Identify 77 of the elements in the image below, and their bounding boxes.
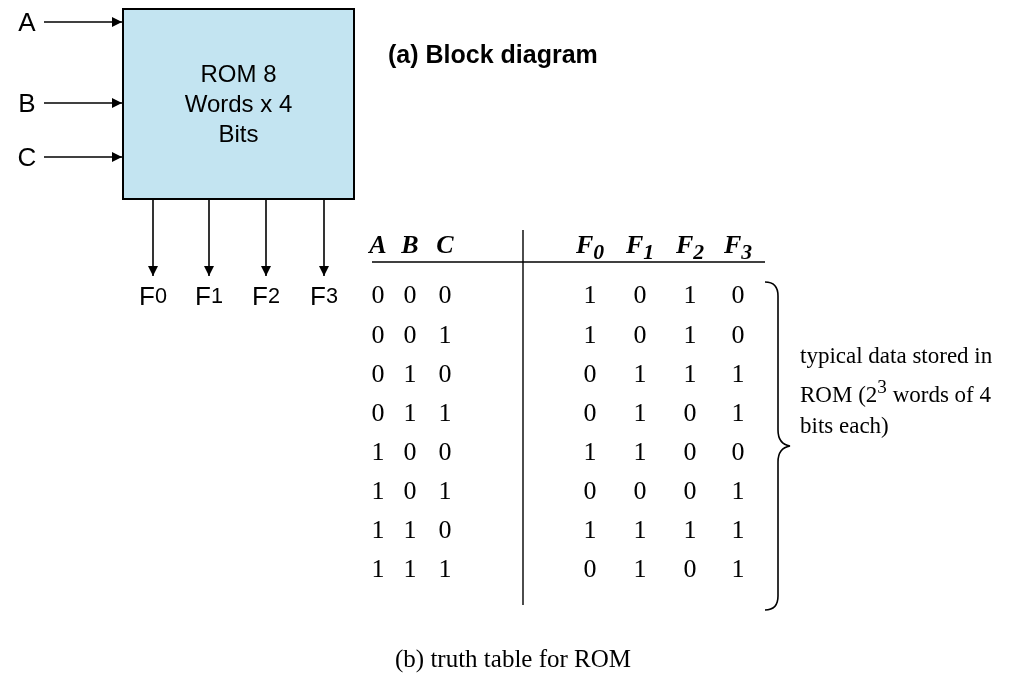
arrow — [204, 199, 214, 277]
table-value: 1 — [632, 359, 648, 389]
table-value: 0 — [370, 359, 386, 389]
table-value: 0 — [682, 398, 698, 428]
input-label: A — [12, 6, 42, 38]
table-value: 1 — [730, 554, 746, 584]
table-value: 1 — [632, 437, 648, 467]
arrow — [319, 199, 329, 277]
table-value: 1 — [730, 515, 746, 545]
table-value: 1 — [402, 398, 418, 428]
arrow — [261, 199, 271, 277]
table-value: 1 — [437, 398, 453, 428]
input-label: B — [12, 87, 42, 119]
table-value: 1 — [582, 280, 598, 310]
table-value: 0 — [632, 476, 648, 506]
caption: (b) truth table for ROM — [395, 645, 632, 673]
table-value: 0 — [402, 280, 418, 310]
table-value: 0 — [730, 320, 746, 350]
table-value: 1 — [582, 320, 598, 350]
column-header: F$_{1}$ — [624, 230, 656, 267]
table-value: 0 — [632, 280, 648, 310]
arrow — [43, 152, 123, 162]
table-value: 1 — [682, 280, 698, 310]
table-value: 1 — [402, 554, 418, 584]
column-header: F$_{3}$ — [722, 230, 754, 267]
table-value: 0 — [370, 398, 386, 428]
table-value: 0 — [582, 359, 598, 389]
table-value: 0 — [437, 359, 453, 389]
table-value: 1 — [632, 398, 648, 428]
table-value: 1 — [437, 554, 453, 584]
table-value: 0 — [682, 554, 698, 584]
table-value: 1 — [682, 320, 698, 350]
table-value: 1 — [370, 476, 386, 506]
table-value: 1 — [582, 437, 598, 467]
column-header: C — [435, 230, 455, 260]
table-value: 0 — [402, 476, 418, 506]
column-header: F$_{0}$ — [574, 230, 606, 267]
table-value: 0 — [682, 437, 698, 467]
table-value: 1 — [682, 359, 698, 389]
input-label: C — [12, 141, 42, 173]
table-value: 1 — [370, 515, 386, 545]
table-value: 0 — [682, 476, 698, 506]
table-value: 1 — [730, 359, 746, 389]
column-header: A — [367, 230, 388, 260]
column-header: F$_{2}$ — [674, 230, 706, 267]
table-value: 0 — [730, 437, 746, 467]
table-value: 1 — [437, 320, 453, 350]
table-value: 1 — [402, 515, 418, 545]
table-value: 1 — [402, 359, 418, 389]
table-value: 0 — [582, 554, 598, 584]
table-value: 0 — [632, 320, 648, 350]
table-value: 1 — [632, 554, 648, 584]
rom-block: ROM 8 Words x 4 Bits — [122, 8, 355, 200]
column-header: B — [400, 230, 420, 260]
table-value: 0 — [582, 476, 598, 506]
table-value: 1 — [437, 476, 453, 506]
table-value: 0 — [437, 515, 453, 545]
table-value: 0 — [402, 320, 418, 350]
table-value: 0 — [370, 320, 386, 350]
table-value: 1 — [582, 515, 598, 545]
arrow — [148, 199, 158, 277]
arrow — [43, 17, 123, 27]
table-value: 1 — [632, 515, 648, 545]
table-value: 1 — [730, 476, 746, 506]
table-value: 1 — [370, 437, 386, 467]
table-value: 1 — [370, 554, 386, 584]
arrow — [43, 98, 123, 108]
table-value: 1 — [682, 515, 698, 545]
annotation-text: typical data stored in ROM (2$^{3}$ words of 4 bits each) — [800, 342, 994, 440]
table-value: 0 — [730, 280, 746, 310]
table-value: 0 — [402, 437, 418, 467]
table-value: 0 — [582, 398, 598, 428]
panel-title: (a) Block diagram — [388, 40, 598, 69]
table-value: 0 — [437, 437, 453, 467]
table-value: 0 — [370, 280, 386, 310]
table-value: 0 — [437, 280, 453, 310]
table-value: 1 — [730, 398, 746, 428]
